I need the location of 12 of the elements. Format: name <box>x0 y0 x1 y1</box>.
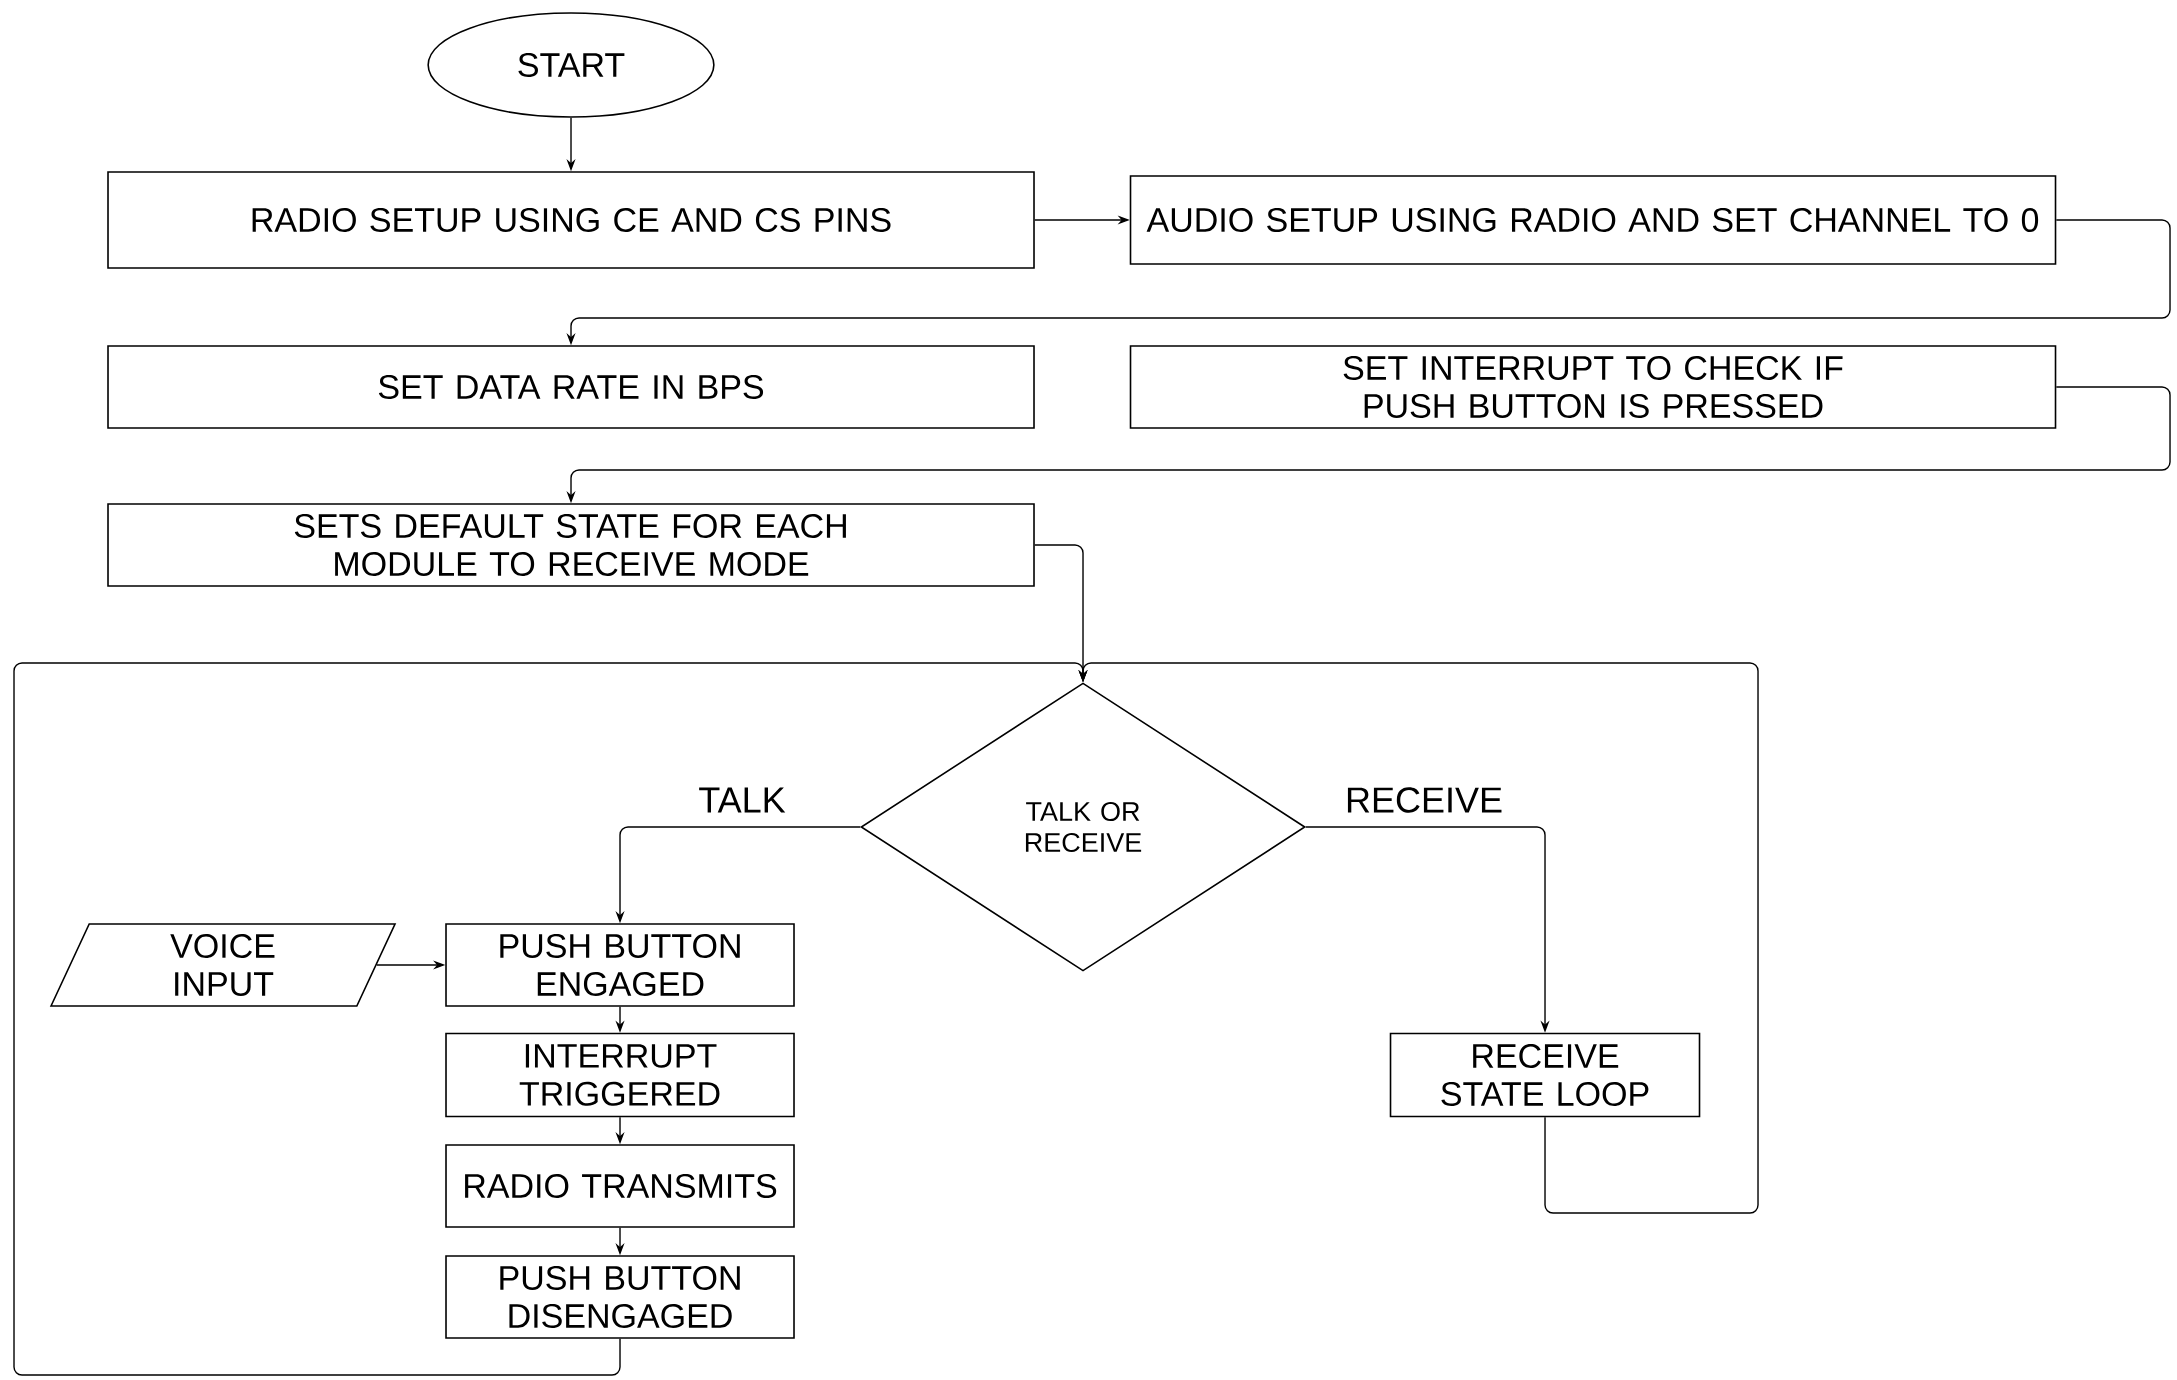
process-box: SETS DEFAULT STATE FOR EACH MODULE TO RECEIVE MODE <box>107 503 1035 587</box>
process-box: AUDIO SETUP USING RADIO AND SET CHANNEL TO 0 <box>1129 175 2057 265</box>
process-box: INTERRUPT TRIGGERED <box>445 1032 795 1118</box>
process-box: RECEIVE STATE LOOP <box>1389 1032 1701 1118</box>
process-box: PUSH BUTTON DISENGAGED <box>445 1255 795 1339</box>
process-box: PUSH BUTTON ENGAGED <box>445 923 795 1007</box>
process-box: RADIO SETUP USING CE AND CS PINS <box>107 171 1035 269</box>
edge-label: RECEIVE <box>1343 785 1506 815</box>
process-box: SET INTERRUPT TO CHECK IF PUSH BUTTON IS PRESSED <box>1129 345 2057 429</box>
process-box: SET DATA RATE IN BPS <box>107 345 1035 429</box>
process-box: RADIO TRANSMITS <box>445 1144 795 1228</box>
edge-label: TALK <box>696 785 788 815</box>
